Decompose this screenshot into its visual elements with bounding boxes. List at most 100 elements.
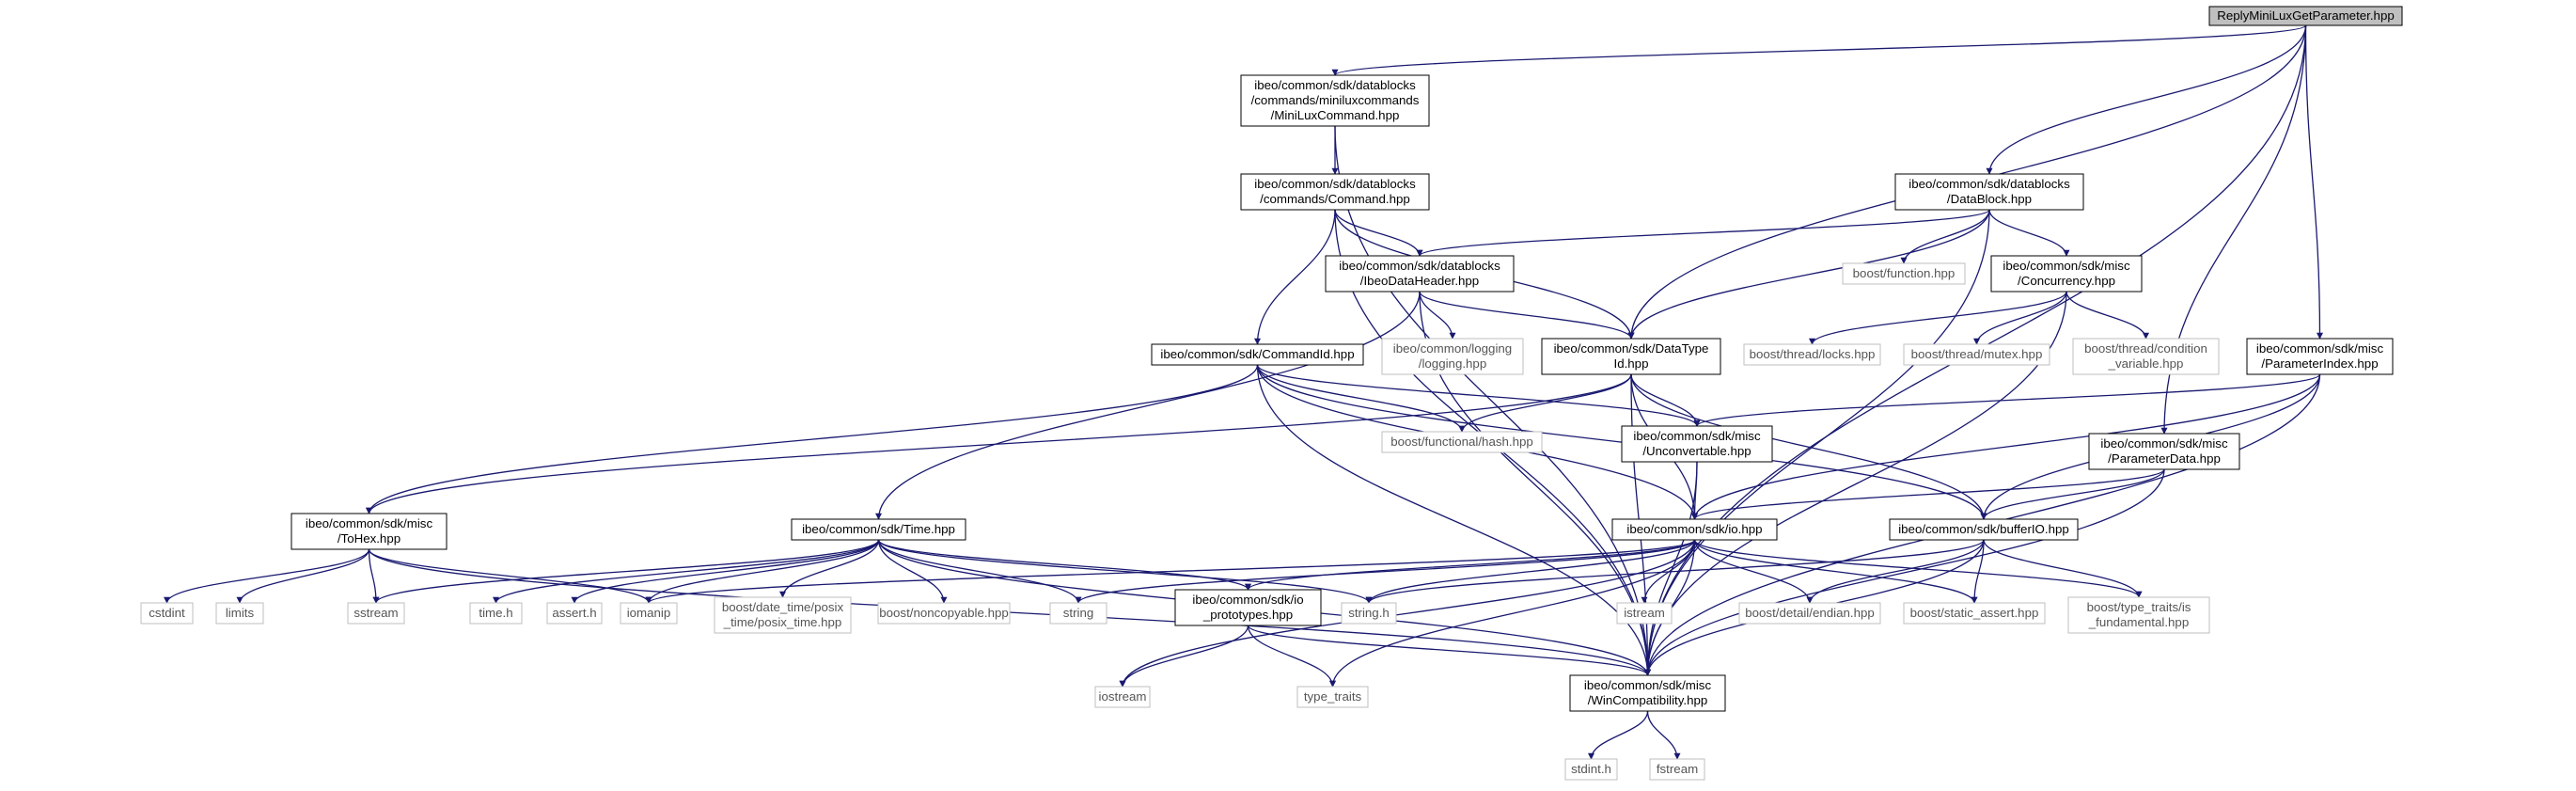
node-boostfunction-box: [1842, 262, 1966, 285]
node-datablock[interactable]: ibeo/common/sdk/datablocks/DataBlock.hpp: [1894, 173, 2084, 211]
node-tohex-label-line: ibeo/common/sdk/misc: [306, 516, 433, 530]
node-ibeoheader-box: [1325, 255, 1515, 293]
nodes-layer: ReplyMiniLuxGetParameter.hpp ibeo/common/…: [140, 6, 2403, 781]
node-wincompat-label-line: ibeo/common/sdk/misc: [1584, 678, 1712, 692]
node-reply[interactable]: ReplyMiniLuxGetParameter.hpp: [2208, 6, 2403, 26]
node-paramindex-label-line: /ParameterIndex.hpp: [2261, 356, 2378, 371]
node-paramdata[interactable]: ibeo/common/sdk/misc/ParameterData.hpp: [2088, 433, 2240, 470]
edge-concurrency-to-condvar: [2066, 291, 2149, 340]
edge-datatypeid-to-unconvertable: [1630, 373, 1701, 427]
edge-ioproto-to-wincompat: [1247, 625, 1651, 676]
edge-bufferio-to-staticassert: [1971, 539, 1985, 604]
node-condvar-box: [2072, 338, 2220, 375]
edge-unconvertable-to-wincompat: [1644, 461, 1698, 676]
node-timeh-label-line: time.h: [479, 606, 512, 620]
edge-paramdata-to-wincompat: [1644, 468, 2165, 676]
node-unconvertable[interactable]: ibeo/common/sdk/misc/Unconvertable.hpp: [1621, 425, 1773, 463]
node-sstream-label-line: sstream: [353, 606, 398, 620]
node-locks-box: [1743, 343, 1881, 366]
node-command[interactable]: ibeo/common/sdk/datablocks/commands/Comm…: [1240, 173, 1430, 211]
edge-datablock-to-ibeoheader: [1416, 209, 1990, 257]
edge-time-to-noncopyable: [877, 539, 948, 604]
node-limits-box: [215, 602, 264, 625]
node-posixtime-label-line: boost/date_time/posix: [722, 600, 844, 614]
node-stringh-box: [1341, 602, 1397, 625]
edge-commandid-to-tohex: [366, 364, 1259, 514]
node-tohex-label-line: /ToHex.hpp: [338, 531, 401, 546]
node-minilux[interactable]: ibeo/common/sdk/datablocks/commands/mini…: [1240, 74, 1430, 127]
edge-paramindex-to-io: [1691, 373, 2321, 520]
node-noncopyable-box: [877, 602, 1011, 625]
node-asserth-box: [546, 602, 603, 625]
node-paramindex[interactable]: ibeo/common/sdk/misc/ParameterIndex.hpp: [2246, 338, 2394, 375]
node-isfund-label-line: boost/type_traits/is: [2087, 600, 2191, 614]
edge-concurrency-to-locks: [1809, 291, 2067, 345]
node-boostfunction: boost/function.hpp: [1842, 262, 1966, 285]
node-asserth-label-line: assert.h: [552, 606, 596, 620]
node-logging-box: [1381, 338, 1524, 375]
edge-bufferio-to-stringh: [1365, 539, 1985, 604]
node-fstream: fstream: [1649, 758, 1705, 781]
node-io[interactable]: ibeo/common/sdk/io.hpp: [1611, 518, 1778, 541]
node-bufferio-box: [1889, 518, 2079, 541]
node-paramindex-label-line: ibeo/common/sdk/misc: [2256, 341, 2384, 356]
node-ibeoheader-label-line: ibeo/common/sdk/datablocks: [1339, 259, 1500, 273]
node-wincompat-label-line: /WinCompatibility.hpp: [1588, 693, 1708, 707]
node-concurrency[interactable]: ibeo/common/sdk/misc/Concurrency.hpp: [1990, 255, 2143, 293]
edge-datatypeid-to-bufferio: [1630, 373, 1987, 520]
node-iostream: iostream: [1094, 686, 1151, 708]
node-mutex-box: [1903, 343, 2050, 366]
node-sstream: sstream: [347, 602, 405, 625]
edge-time-to-sstream: [372, 539, 880, 604]
node-ibeoheader[interactable]: ibeo/common/sdk/datablocks/IbeoDataHeade…: [1325, 255, 1515, 293]
node-tohex[interactable]: ibeo/common/sdk/misc/ToHex.hpp: [291, 513, 448, 550]
node-string-box: [1049, 602, 1107, 625]
node-tohex-box: [291, 513, 448, 550]
edge-io-to-isfund: [1693, 539, 2143, 598]
edge-wincompat-to-stdinth: [1588, 710, 1649, 760]
node-endian-label-line: boost/detail/endian.hpp: [1745, 606, 1875, 620]
node-ioproto[interactable]: ibeo/common/sdk/io_prototypes.hpp: [1174, 589, 1322, 626]
node-io-label-line: ibeo/common/sdk/io.hpp: [1626, 522, 1762, 536]
node-posixtime-box: [714, 596, 852, 634]
node-paramindex-box: [2246, 338, 2394, 375]
node-string-label-line: string: [1063, 606, 1094, 620]
edge-datablock-to-boostfunction: [1900, 209, 1990, 264]
node-minilux-box: [1240, 74, 1430, 127]
node-isfund: boost/type_traits/is_fundamental.hpp: [2067, 596, 2210, 634]
node-command-box: [1240, 173, 1430, 211]
node-timeh: time.h: [469, 602, 523, 625]
node-datablock-box: [1894, 173, 2084, 211]
edge-bufferio-to-endian: [1806, 539, 1985, 604]
node-limits-label-line: limits: [226, 606, 255, 620]
edge-io-to-typetraits: [1329, 539, 1696, 688]
node-endian-box: [1738, 602, 1881, 625]
edge-datablock-to-wincompat: [1644, 209, 1990, 676]
node-wincompat[interactable]: ibeo/common/sdk/misc/WinCompatibility.hp…: [1569, 674, 1726, 712]
edge-time-to-posixtime: [779, 539, 880, 598]
node-logging: ibeo/common/logging/logging.hpp: [1381, 338, 1524, 375]
node-ioproto-box: [1174, 589, 1322, 626]
node-asserth: assert.h: [546, 602, 603, 625]
node-stringh-label-line: string.h: [1348, 606, 1390, 620]
edge-datablock-to-concurrency: [1988, 209, 2070, 257]
node-commandid-label-line: ibeo/common/sdk/CommandId.hpp: [1160, 347, 1354, 361]
node-noncopyable-label-line: boost/noncopyable.hpp: [879, 606, 1009, 620]
edge-reply-to-minilux: [1331, 24, 2307, 76]
node-commandid[interactable]: ibeo/common/sdk/CommandId.hpp: [1151, 343, 1364, 366]
node-mutex: boost/thread/mutex.hpp: [1903, 343, 2050, 366]
node-endian: boost/detail/endian.hpp: [1738, 602, 1881, 625]
node-time[interactable]: ibeo/common/sdk/Time.hpp: [791, 518, 966, 541]
edge-tohex-to-limits: [236, 548, 370, 604]
edge-datablock-to-datatypeid: [1627, 209, 1990, 340]
node-istream-box: [1616, 602, 1673, 625]
node-cstdint: cstdint: [140, 602, 194, 625]
node-stdinth-box: [1564, 758, 1618, 781]
node-concurrency-box: [1990, 255, 2143, 293]
node-bufferio[interactable]: ibeo/common/sdk/bufferIO.hpp: [1889, 518, 2079, 541]
edge-datatypeid-to-hash: [1458, 373, 1632, 433]
node-iomanip: iomanip: [620, 602, 678, 625]
node-locks-label-line: boost/thread/locks.hpp: [1750, 347, 1876, 361]
node-iostream-box: [1094, 686, 1151, 708]
